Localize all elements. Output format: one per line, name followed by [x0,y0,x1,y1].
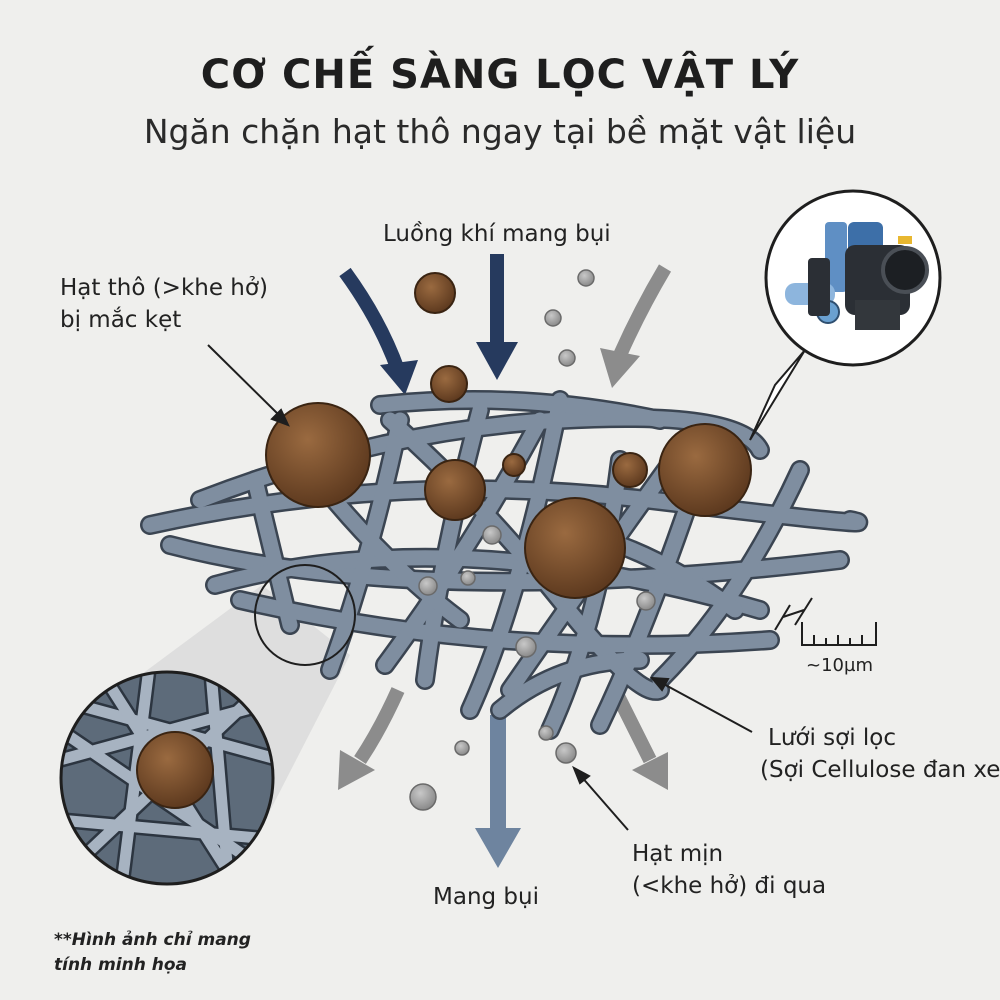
scale-bar [774,597,877,646]
coarse-particle [424,459,486,521]
fine-particle [409,783,437,811]
coarse-particle-label: Hạt thô (>khe hở) bị mắc kẹt [60,272,268,336]
coarse-particle [414,272,456,314]
fine-particle [454,740,470,756]
fine-particle [418,576,438,596]
outflow-label: Mang bụi [433,884,539,910]
arrow-in-3 [613,264,672,358]
mesh-label: Lưới sợi lọc (Sợi Cellulose đan xen) [760,722,1000,786]
fine-particle-label: Hạt mịn (<khe hở) đi qua [632,838,826,902]
scale-label: ~10µm [806,655,873,676]
note-line2: tính minh họa [54,955,187,975]
coarse-particle [524,497,626,599]
fine-particle [636,591,656,611]
page-title: CƠ CHẾ SÀNG LỌC VẬT LÝ [200,52,800,98]
fine-particle [515,636,537,658]
fine-particle [558,349,576,367]
illustration-note: **Hình ảnh chỉ mang tính minh họa [54,928,251,978]
coarse-particle [502,453,526,477]
fine-particle [538,725,554,741]
coarse-particle [612,452,648,488]
incoming-arrows [339,254,672,395]
arrow-in-1 [339,267,405,373]
mesh-label-line1: Lưới sợi lọc [768,725,897,751]
fine-label-line1: Hạt mịn [632,841,724,867]
coarse-particle [430,365,468,403]
airflow-label: Luồng khí mang bụi [383,221,611,247]
fine-particle [544,309,562,327]
coarse-label-line1: Hạt thô (>khe hở) [60,275,268,301]
coarse-particle [265,402,371,508]
air-filter-product-icon [749,189,942,441]
fine-particle [460,570,476,586]
coarse-particle [658,423,752,517]
fine-particles [409,269,656,811]
note-line1: **Hình ảnh chỉ mang [54,930,251,950]
page-subtitle: Ngăn chặn hạt thô ngay tại bề mặt vật li… [143,112,857,151]
fine-label-line2: (<khe hở) đi qua [632,873,827,899]
zoom-inset [59,670,275,886]
leader-lines [207,344,753,831]
mesh-magnify-circle [254,564,356,666]
arrow-out-1 [354,687,405,764]
mesh-label-line2: (Sợi Cellulose đan xen) [760,757,1000,783]
fine-particle [577,269,595,287]
outgoing-arrows [338,686,668,868]
fine-particle [482,525,502,545]
coarse-label-line2: bị mắc kẹt [60,307,182,333]
fine-particle [555,742,577,764]
coarse-particles [265,272,752,599]
